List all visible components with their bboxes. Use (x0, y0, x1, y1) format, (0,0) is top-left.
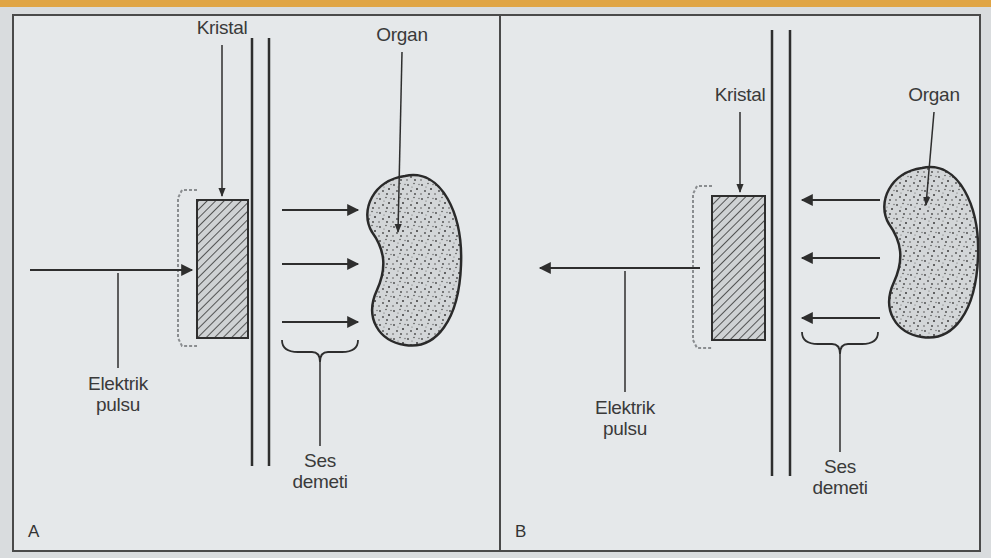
leader-line (926, 112, 934, 205)
part-label: Kristal (685, 84, 795, 105)
leader-line (319, 362, 321, 446)
top-strip (0, 0, 991, 7)
leader-line (624, 271, 626, 392)
electric-pulse-arrow (30, 269, 192, 271)
organ-shape (367, 175, 461, 345)
leader-line (839, 354, 841, 452)
sound-beam-arrow (282, 321, 358, 323)
beam-brace (282, 340, 358, 362)
transducer-face (789, 30, 792, 476)
sound-beam-arrow (282, 209, 358, 211)
organ-shape (884, 167, 978, 337)
panel-letter: B (515, 523, 526, 540)
transducer-face (771, 30, 774, 476)
sound-beam-arrow (282, 263, 358, 265)
leader-line (398, 52, 402, 232)
crystal-holder (178, 190, 197, 346)
beam-label: Ses demeti (278, 450, 362, 493)
panel-ground (12, 14, 981, 552)
crystal (197, 200, 248, 338)
signal-label: Elektrik pulsu (76, 373, 160, 416)
transducer-face (268, 38, 271, 466)
crystal (712, 196, 765, 340)
panel-a-figure (30, 38, 461, 466)
leader-line (117, 273, 119, 368)
panel: A (12, 14, 501, 552)
beam-label: Ses demeti (798, 456, 882, 499)
part-label: Organ (347, 24, 457, 45)
panel-letter: A (28, 523, 39, 540)
echo-arrow (802, 317, 880, 319)
leader-line (739, 112, 741, 192)
electric-pulse-arrow (540, 267, 700, 269)
part-label: Kristal (167, 17, 277, 38)
echo-arrow (802, 257, 880, 259)
transducer-face (251, 38, 254, 466)
part-label: Organ (884, 84, 984, 105)
echo-arrow (802, 199, 880, 201)
signal-label: Elektrik pulsu (583, 397, 667, 440)
leader-line (221, 45, 223, 196)
beam-brace (802, 332, 878, 354)
